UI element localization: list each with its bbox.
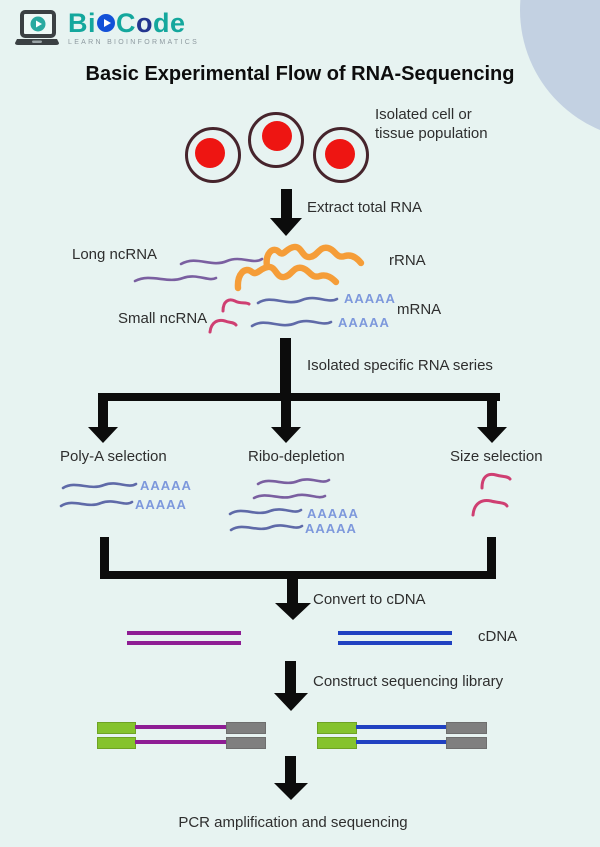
cell-3 [313, 127, 369, 183]
mrna-strand-2 [250, 319, 333, 328]
brand-o: o [136, 8, 153, 38]
library-left-green-adapter-2 [97, 737, 136, 749]
convert-label: Convert to cDNA [313, 591, 426, 608]
poly-a-strand-1 [61, 482, 138, 490]
rrna-strand-1 [263, 243, 365, 271]
mrna-label: mRNA [397, 301, 442, 318]
ribo-polya-tail-2: AAAAA [305, 521, 357, 536]
rrna-strand-2 [234, 263, 340, 292]
cell-3-nucleus [325, 139, 355, 169]
poly-a-strand-2 [59, 500, 134, 508]
poly-a-tail-2: AAAAA [135, 497, 187, 512]
brand-bi: Bi [68, 8, 96, 38]
size-strand-2 [471, 499, 509, 517]
cells-caption-line2: tissue population [375, 125, 488, 142]
arrow-size-selection [476, 401, 507, 443]
converge-right-line [487, 537, 496, 579]
long-ncrna-strand-1 [179, 257, 264, 266]
mrna-polya-tail-1: AAAAA [344, 291, 396, 306]
library-right-insert-2 [356, 740, 447, 744]
branch-label-size-selection: Size selection [450, 448, 543, 465]
arrow-construct-library [273, 661, 308, 711]
branch-horizontal-bar [98, 393, 500, 401]
brand-name: Bi Code [68, 10, 199, 37]
converge-horizontal-bar [100, 571, 496, 579]
extract-label: Extract total RNA [307, 199, 423, 216]
converge-left-line [100, 537, 109, 579]
library-right-insert-1 [356, 725, 447, 729]
page-title: Basic Experimental Flow of RNA-Sequencin… [85, 63, 515, 85]
poly-a-tail-1: AAAAA [140, 478, 192, 493]
library-right-gray-adapter-1 [446, 722, 487, 734]
cell-1-nucleus [195, 138, 225, 168]
pcr-label: PCR amplification and sequencing [178, 814, 408, 831]
ribo-strand-mrna-2 [229, 524, 304, 532]
biocode-logo: Bi Code LEARN BIOINFORMATICS [13, 10, 199, 50]
rrna-label: rRNA [389, 252, 426, 269]
ribo-polya-tail-1: AAAAA [307, 506, 359, 521]
library-right-green-adapter-2 [317, 737, 357, 749]
arrow-ribo-depletion [270, 401, 301, 443]
small-ncrna-strand-1 [221, 298, 251, 313]
brand-de: de [153, 8, 186, 38]
isolate-label: Isolated specific RNA series [307, 357, 493, 374]
arrow-extract-rna [270, 189, 302, 236]
mrna-polya-tail-2: AAAAA [338, 315, 390, 330]
arrow-convert-cdna [274, 579, 311, 620]
small-ncrna-strand-2 [208, 318, 238, 334]
laptop-play-icon [15, 10, 59, 45]
cell-1 [185, 127, 241, 183]
branch-label-poly-a: Poly-A selection [60, 448, 167, 465]
ribo-strand-purple-2 [252, 493, 327, 500]
long-ncrna-strand-2 [133, 275, 218, 283]
ribo-strand-mrna-1 [228, 508, 303, 516]
library-left-gray-adapter-2 [226, 737, 266, 749]
library-right-green-adapter-1 [317, 722, 357, 734]
cdna-purple-strand-bottom [127, 641, 241, 645]
cells-caption-line1: Isolated cell or [375, 106, 472, 123]
arrow-poly-a [87, 401, 118, 443]
arrow-pcr-sequencing [273, 756, 308, 800]
branch-label-ribo-depletion: Ribo-depletion [248, 448, 345, 465]
mrna-strand-1 [256, 296, 339, 305]
ribo-strand-purple-1 [256, 478, 331, 486]
library-right-gray-adapter-2 [446, 737, 487, 749]
library-left-green-adapter-1 [97, 722, 136, 734]
logo-text-block: Bi Code LEARN BIOINFORMATICS [68, 10, 200, 47]
construct-label: Construct sequencing library [313, 673, 504, 690]
library-left-gray-adapter-1 [226, 722, 266, 734]
play-icon [97, 14, 115, 32]
small-ncrna-label: Small ncRNA [118, 310, 208, 327]
cdna-blue-strand-top [338, 631, 452, 635]
cdna-blue-strand-bottom [338, 641, 452, 645]
cells-caption: Isolated cell or tissue population [375, 105, 488, 143]
size-strand-1 [480, 472, 512, 490]
brand-c: C [116, 8, 136, 38]
library-left-insert-1 [135, 725, 227, 729]
isolate-connector-line [280, 338, 291, 397]
library-left-insert-2 [135, 740, 227, 744]
long-ncrna-label: Long ncRNA [72, 246, 158, 263]
cell-2-nucleus [262, 121, 292, 151]
cdna-label: cDNA [478, 628, 518, 645]
logo-tagline: LEARN BIOINFORMATICS [68, 39, 200, 46]
cdna-purple-strand-top [127, 631, 241, 635]
cell-2 [248, 112, 304, 168]
